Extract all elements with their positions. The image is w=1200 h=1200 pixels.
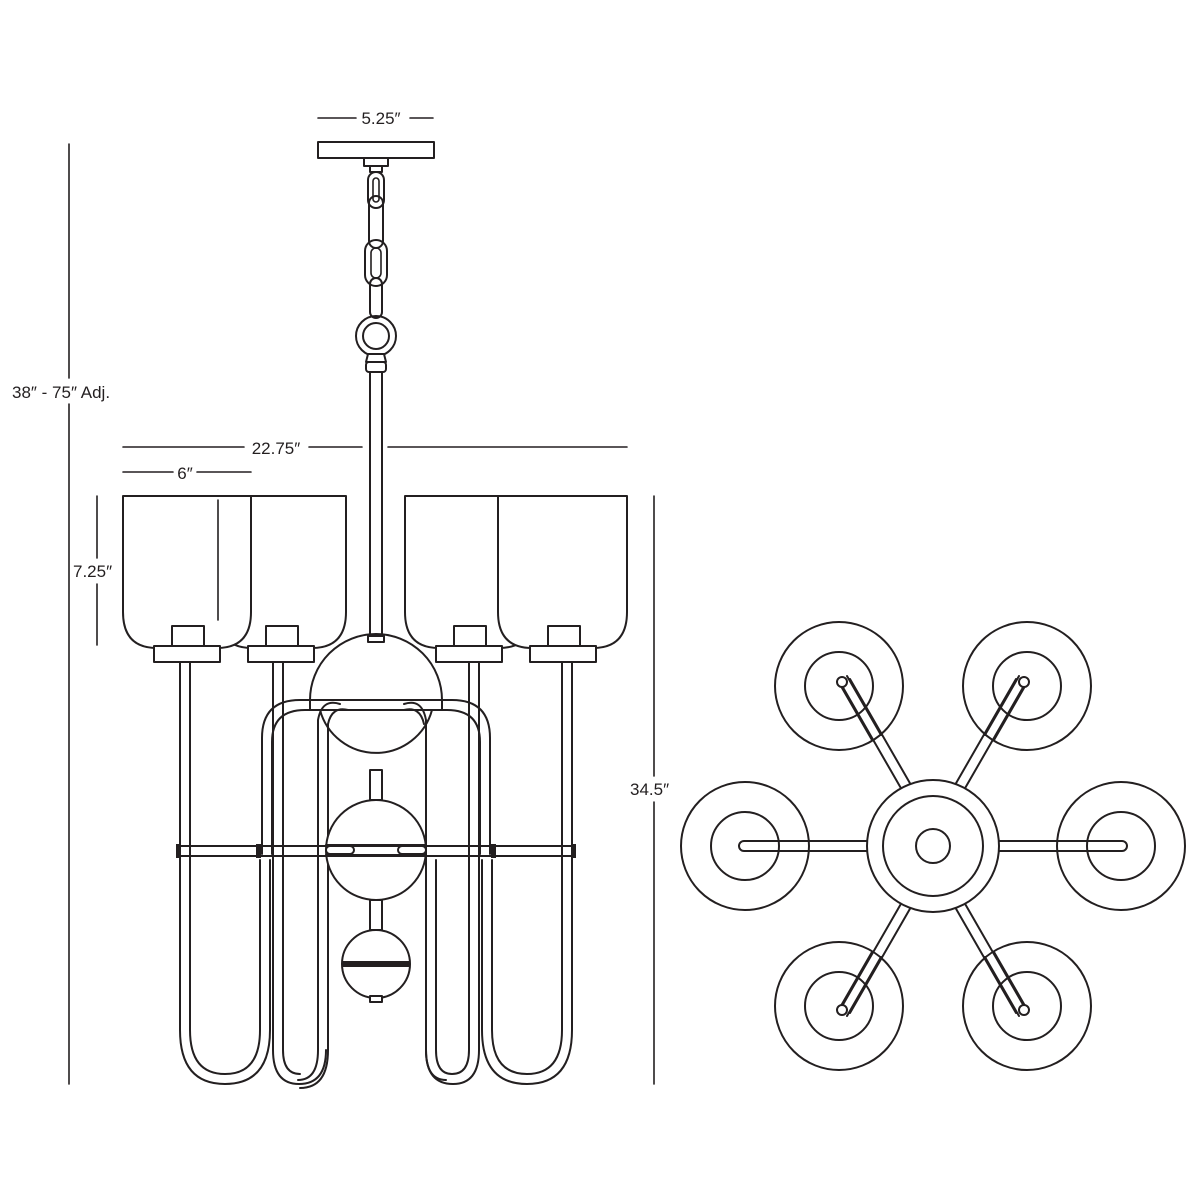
shade-width-label: 6″ (177, 464, 192, 483)
canopy (317, 141, 435, 173)
body-height-label: 34.5″ (630, 780, 669, 799)
chandelier-side-view (122, 141, 628, 1089)
center-sphere-middle (325, 799, 427, 901)
chandelier-plan-view (680, 621, 1186, 1071)
center-sphere-lower (341, 929, 411, 1003)
plan-arms (738, 678, 1128, 1014)
front-arms (179, 661, 573, 1085)
plan-hub (866, 779, 1000, 913)
overall-width-label: 22.75″ (252, 439, 301, 458)
shade-height-label: 7.25″ (73, 562, 112, 581)
canopy-width-label: 5.25″ (361, 109, 400, 128)
dimension-lines (68, 117, 655, 1085)
inner-hooks (297, 701, 447, 1089)
stem (365, 353, 387, 639)
crossbar (176, 844, 576, 858)
plan-shades (680, 621, 1186, 1071)
shades (122, 495, 628, 663)
plan-arm-ends (836, 675, 1030, 1017)
chain (355, 171, 397, 357)
overall-height-label: 38″ - 75″ Adj. (12, 383, 110, 402)
center-sphere-upper (309, 633, 443, 754)
